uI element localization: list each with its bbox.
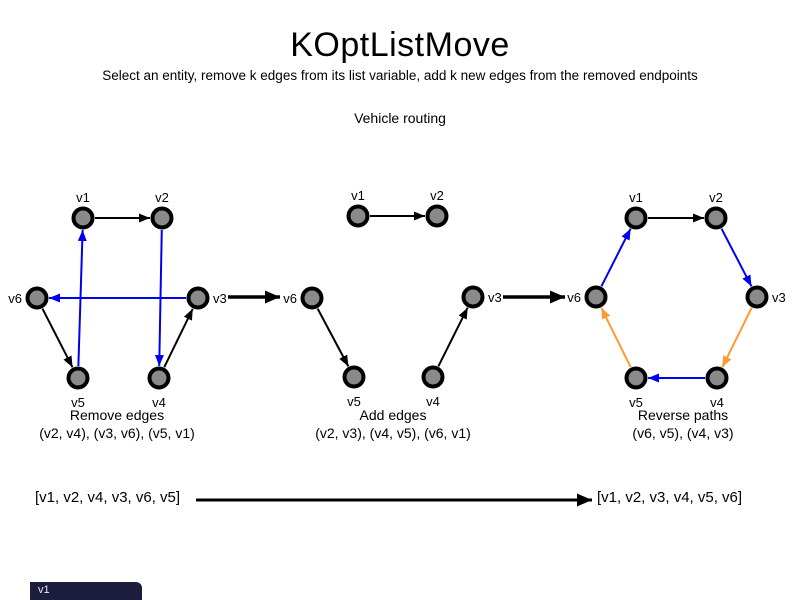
graph-node-v2 <box>425 204 449 228</box>
node-label-v1: v1 <box>76 190 90 205</box>
caption-add-edges: Add edges (v2, v3), (v4, v5), (v6, v1) <box>293 406 493 442</box>
graph-node-v6 <box>300 286 324 310</box>
node-label-v4: v4 <box>426 394 440 409</box>
node-label-v4: v4 <box>710 395 724 410</box>
graph-node-v3 <box>186 286 210 310</box>
page-title: KOptListMove <box>290 26 510 64</box>
edge-v5-v1 <box>77 229 87 367</box>
edge-v6-v1 <box>600 228 632 287</box>
graph-node-v5 <box>624 366 648 390</box>
caption-remove-detail: (v2, v4), (v3, v6), (v5, v1) <box>39 425 195 441</box>
graph-node-v3 <box>745 285 769 309</box>
graph-node-v1 <box>346 204 370 228</box>
caption-remove-title: Remove edges <box>69 407 165 423</box>
graph-node-v4 <box>705 366 729 390</box>
graph-node-v3 <box>461 285 485 309</box>
statusbar: v1 <box>30 582 142 600</box>
caption-reverse-detail: (v6, v5), (v4, v3) <box>632 425 734 441</box>
graph-node-v5 <box>342 365 366 389</box>
graph-node-v1 <box>71 206 95 230</box>
caption-reverse-title: Reverse paths <box>637 407 729 423</box>
edge-v4-v3 <box>163 308 194 368</box>
graph-node-v4 <box>147 366 171 390</box>
caption-add-title: Add edges <box>359 407 427 423</box>
edge-v5-v6 <box>600 307 632 368</box>
node-label-v5: v5 <box>347 394 361 409</box>
graph-node-v1 <box>624 206 648 230</box>
edge-v3-v4 <box>721 307 753 368</box>
caption-add-detail: (v2, v3), (v4, v5), (v6, v1) <box>315 425 471 441</box>
node-label-v4: v4 <box>152 395 166 410</box>
node-label-v6: v6 <box>8 291 22 306</box>
node-label-v2: v2 <box>155 190 169 205</box>
sequence-before: [v1, v2, v4, v3, v6, v5] <box>35 489 181 506</box>
graph-node-v4 <box>421 365 445 389</box>
graph-node-v2 <box>150 206 174 230</box>
node-label-v3: v3 <box>488 290 502 305</box>
node-label-v3: v3 <box>772 290 786 305</box>
graph-node-v5 <box>66 366 90 390</box>
node-label-v2: v2 <box>430 188 444 203</box>
graph-node-v6 <box>25 286 49 310</box>
graph-node-v6 <box>584 285 608 309</box>
node-label-v1: v1 <box>351 188 365 203</box>
node-label-v6: v6 <box>283 291 297 306</box>
statusbar-text: v1 <box>38 584 50 596</box>
node-label-v2: v2 <box>709 190 723 205</box>
graph-remove-edges: v1 v2 v3 v4 v5 v6 <box>8 190 226 410</box>
graph-add-edges: v1 v2 v3 v4 v5 v6 <box>283 188 501 409</box>
page-subtitle: Select an entity, remove k edges from it… <box>102 68 698 83</box>
graph-node-v2 <box>704 206 728 230</box>
edge-v2-v3 <box>720 228 753 287</box>
node-label-v3: v3 <box>213 291 227 306</box>
scenario-label: Vehicle routing <box>354 110 446 126</box>
edge-v4-v3 <box>437 307 469 367</box>
caption-reverse-paths: Reverse paths (v6, v5), (v4, v3) <box>583 406 783 442</box>
caption-remove-edges: Remove edges (v2, v4), (v3, v6), (v5, v1… <box>17 406 217 442</box>
node-label-v5: v5 <box>629 395 643 410</box>
node-label-v1: v1 <box>629 190 643 205</box>
edge-v6-v5 <box>316 308 350 367</box>
sequence-after: [v1, v2, v3, v4, v5, v6] <box>597 489 743 506</box>
node-label-v6: v6 <box>567 290 581 305</box>
node-label-v5: v5 <box>71 395 85 410</box>
graph-reverse-paths: v1 v2 v3 v4 v5 v6 <box>567 190 785 410</box>
edge-v6-v5 <box>41 308 74 368</box>
